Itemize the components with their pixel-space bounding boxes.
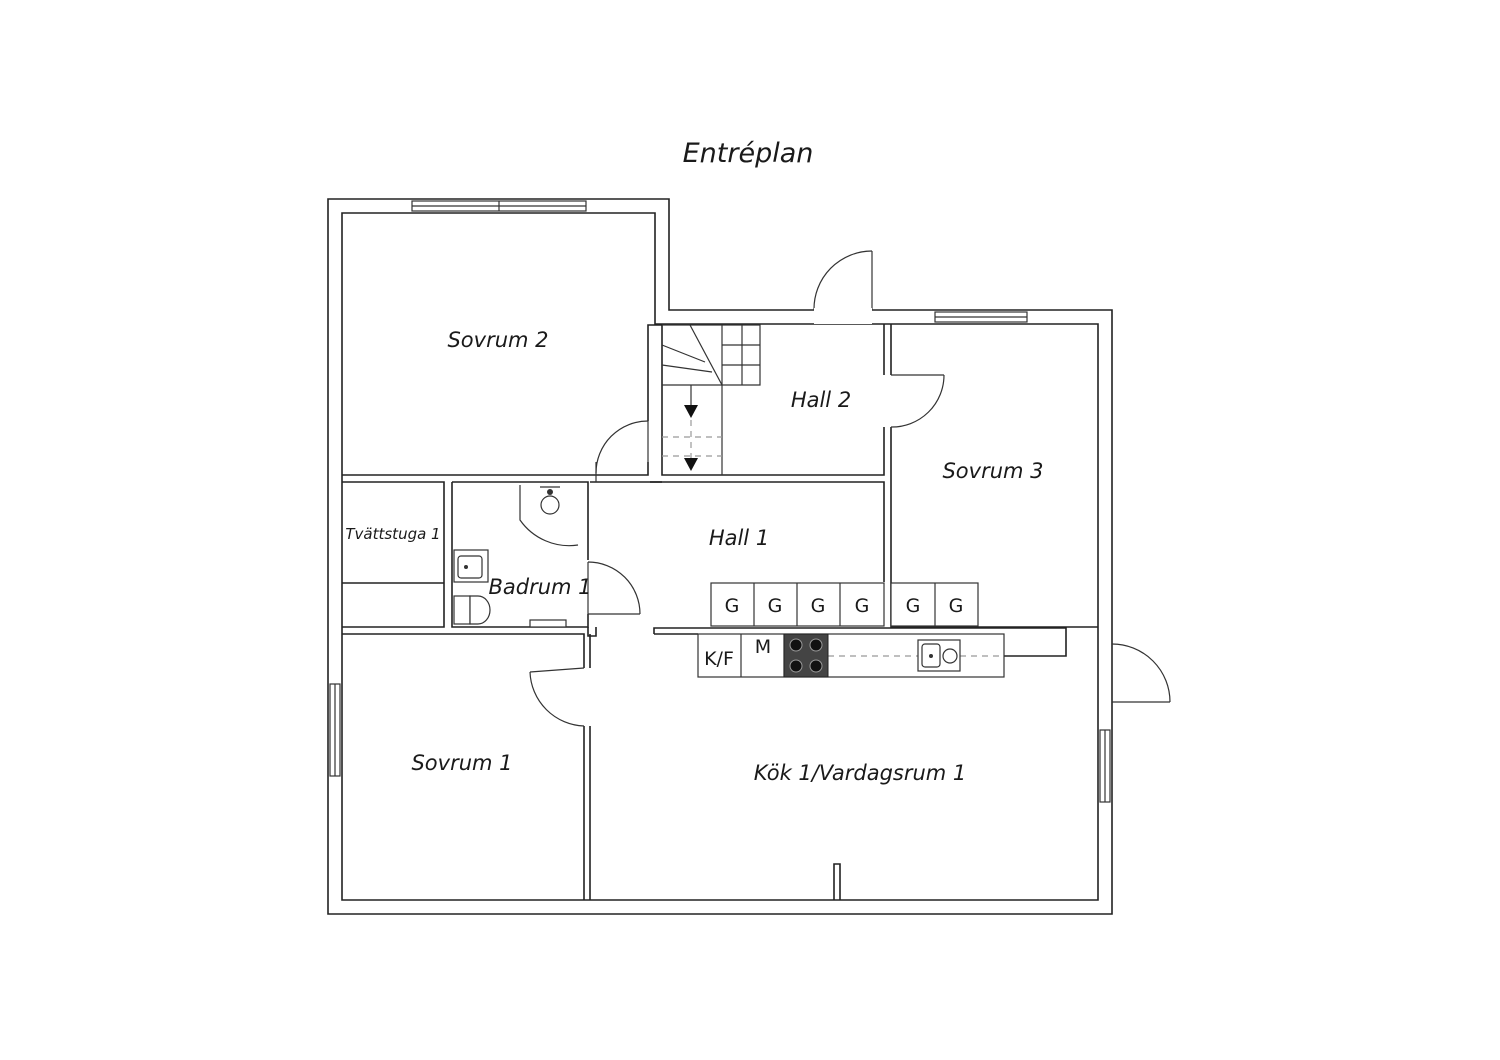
room-label-sovrum-2: Sovrum 2 [447, 328, 548, 352]
room-label-tvattstuga-1: Tvättstuga 1 [345, 525, 440, 543]
room-labels: Sovrum 2 Hall 2 Sovrum 3 Tvättstuga 1 Ba… [345, 328, 1043, 785]
kitchen-counter: K/F M [653, 627, 1067, 678]
outer-walls [327, 198, 1113, 915]
wardrobe-label: G [768, 595, 783, 617]
room-label-hall-2: Hall 2 [791, 388, 851, 412]
doors [529, 250, 1171, 727]
bathroom-fixtures [453, 485, 579, 628]
plan-title: Entréplan [683, 138, 814, 169]
windows [329, 200, 1111, 803]
stove [783, 633, 829, 678]
room-label-hall-1: Hall 1 [709, 526, 769, 550]
room-label-kok-vardagsrum-1: Kök 1/Vardagsrum 1 [754, 761, 967, 785]
fridge-freezer-label: K/F [704, 648, 734, 670]
room-label-badrum-1: Badrum 1 [488, 575, 591, 599]
wardrobes: G G G G G G [710, 582, 979, 627]
room-label-sovrum-3: Sovrum 3 [942, 459, 1043, 483]
wardrobe-label: G [906, 595, 921, 617]
microwave-label: M [755, 636, 771, 658]
wardrobe-label: G [949, 595, 964, 617]
interior-walls [342, 324, 1098, 900]
staircase [661, 324, 761, 475]
room-label-sovrum-1: Sovrum 1 [411, 751, 512, 775]
wardrobe-label: G [811, 595, 826, 617]
wardrobe-label: G [725, 595, 740, 617]
wardrobe-label: G [855, 595, 870, 617]
